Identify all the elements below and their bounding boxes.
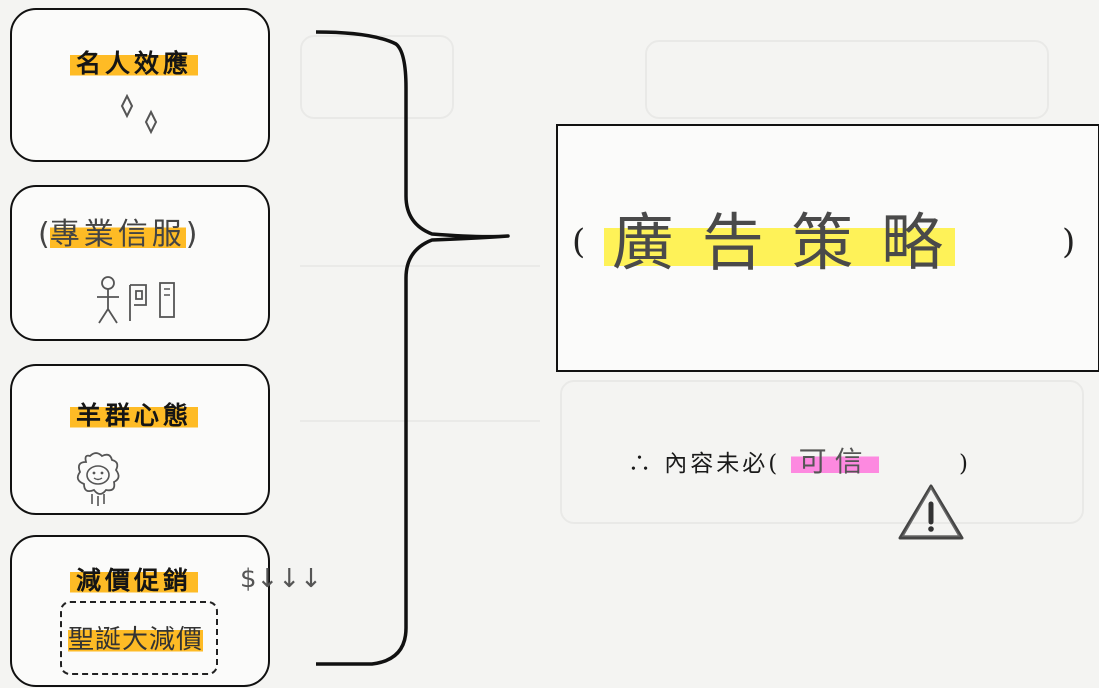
warning-triangle-icon bbox=[896, 482, 966, 544]
factor-label: (專業信服) bbox=[38, 217, 198, 252]
factor-label: 減價促銷 bbox=[70, 561, 199, 597]
factor-label: 羊群心態 bbox=[70, 396, 199, 432]
bleed-through-box bbox=[560, 380, 1084, 524]
curly-brace-icon bbox=[312, 28, 512, 668]
close-paren: ) bbox=[1062, 222, 1076, 262]
sale-tag-box: 聖誕大減價 bbox=[60, 601, 218, 675]
bleed-through-line bbox=[300, 265, 540, 267]
bleed-through-box bbox=[645, 40, 1049, 119]
factor-card-discount: 減價促銷 聖誕大減價 bbox=[10, 535, 270, 687]
sale-tag-text: 聖誕大減價 bbox=[68, 619, 204, 656]
sheep-icon bbox=[68, 450, 132, 508]
factor-card-celebrity: 名人效應 bbox=[10, 8, 270, 162]
conclusion-suffix: ) bbox=[958, 451, 971, 477]
factor-card-herd: 羊群心態 bbox=[10, 364, 270, 515]
factor-label: 名人效應 bbox=[70, 44, 199, 80]
strategy-answer: 廣 告 策 略 bbox=[604, 192, 956, 282]
expert-figure-icon bbox=[94, 275, 204, 327]
strategy-box: ( 廣 告 策 略 ) bbox=[556, 124, 1099, 372]
open-paren: ( bbox=[572, 222, 586, 262]
factor-card-expert: (專業信服) bbox=[10, 185, 270, 341]
conclusion-line: ∴ 內容未必( 可信 ) bbox=[628, 440, 971, 480]
price-drop-note: $↓↓↓ bbox=[240, 564, 322, 594]
sparkle-icon bbox=[115, 94, 175, 144]
bleed-through-line bbox=[300, 420, 540, 422]
conclusion-answer: 可信 bbox=[790, 445, 879, 478]
conclusion-prefix: ∴ 內容未必( bbox=[628, 451, 781, 477]
